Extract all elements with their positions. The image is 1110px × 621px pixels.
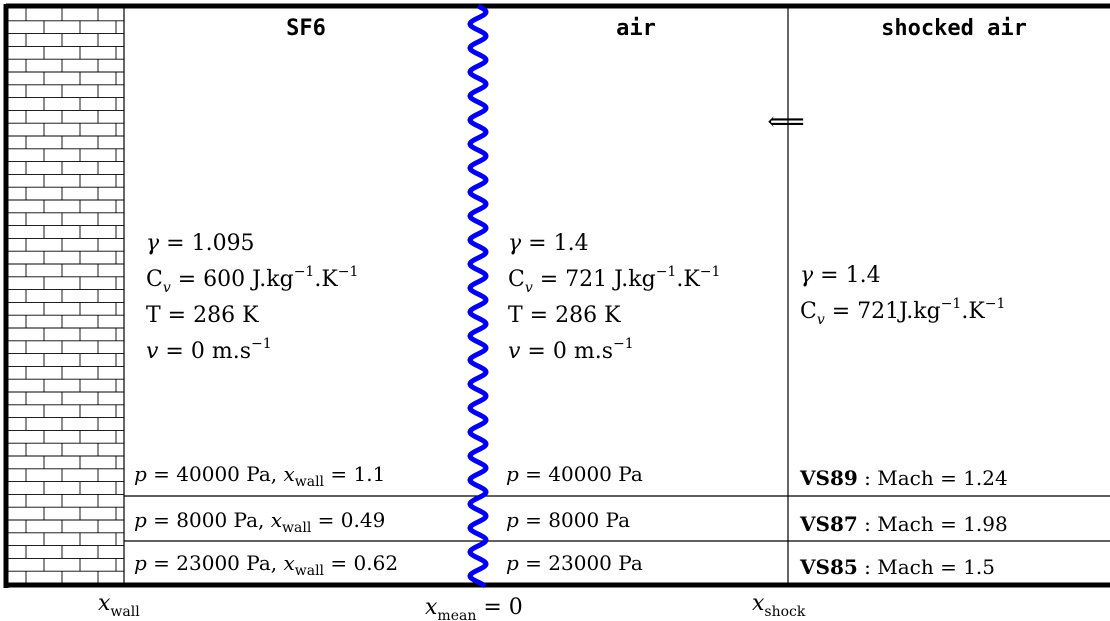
air-properties: γ = 1.4 Cv = 721 J.kg−1.K−1 T = 286 K v …	[508, 231, 720, 364]
case-3-sf6: p = 23000 Pa, xwall = 0.62	[134, 551, 398, 579]
case-1-sf6: p = 40000 Pa, xwall = 1.1	[134, 462, 385, 490]
air-cv: Cv = 721 J.kg−1.K−1	[508, 264, 720, 296]
shock-direction-arrow: ⟸	[767, 107, 804, 137]
air-temperature: T = 286 K	[508, 303, 621, 328]
x-wall-label: xwall	[98, 591, 140, 620]
x-mean-label: xmean = 0	[425, 595, 523, 621]
x-shock-label: xshock	[752, 591, 806, 620]
case-rows: p = 40000 Pa, xwall = 1.1 p = 40000 Pa V…	[134, 462, 1008, 579]
material-interface	[467, 3, 489, 588]
wall-bricks	[8, 7, 124, 583]
shocked-cv: Cv = 721J.kg−1.K−1	[800, 296, 1005, 328]
shocked-gamma: γ = 1.4	[800, 263, 881, 288]
sf6-cv: Cv = 600 J.kg−1.K−1	[146, 264, 358, 296]
air-gamma: γ = 1.4	[508, 231, 589, 256]
case-2-shock: VS87 : Mach = 1.98	[799, 512, 1008, 536]
header-sf6: SF6	[286, 16, 326, 41]
sf6-temperature: T = 286 K	[146, 303, 259, 328]
shocked-air-properties: γ = 1.4 Cv = 721J.kg−1.K−1	[800, 263, 1005, 328]
case-2-sf6: p = 8000 Pa, xwall = 0.49	[134, 508, 385, 536]
header-air: air	[616, 16, 656, 41]
sf6-properties: γ = 1.095 Cv = 600 J.kg−1.K−1 T = 286 K …	[146, 231, 358, 364]
case-1-shock: VS89 : Mach = 1.24	[799, 466, 1008, 490]
sf6-gamma: γ = 1.095	[146, 231, 255, 256]
frame	[3, 3, 1110, 588]
air-velocity: v = 0 m.s−1	[508, 336, 634, 364]
case-3-air: p = 23000 Pa	[506, 551, 643, 575]
case-3-shock: VS85 : Mach = 1.5	[799, 555, 995, 579]
header-shocked-air: shocked air	[881, 16, 1027, 41]
sf6-velocity: v = 0 m.s−1	[146, 336, 272, 364]
case-2-air: p = 8000 Pa	[506, 508, 630, 532]
position-labels: xwall xmean = 0 xshock	[98, 591, 806, 621]
case-1-air: p = 40000 Pa	[506, 462, 643, 486]
